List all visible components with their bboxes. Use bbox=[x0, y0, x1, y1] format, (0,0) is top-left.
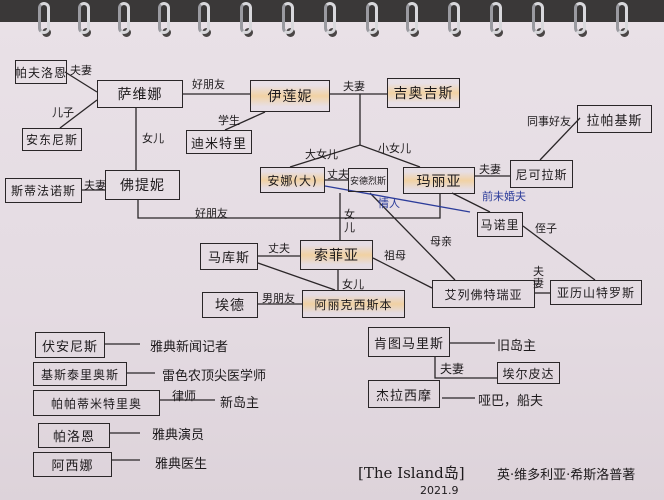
note-kontomaris-desc: 旧岛主 bbox=[497, 339, 537, 354]
label-eleni-giorgis: 夫妻 bbox=[343, 80, 365, 93]
node-eleftheria: 艾列佛特瑞亚 bbox=[432, 280, 535, 308]
label-sofia-alexis: 女儿 bbox=[342, 278, 364, 291]
node-nikolas: 尼可拉斯 bbox=[510, 160, 573, 188]
note-name: 伏安尼斯 bbox=[35, 332, 105, 358]
note-gerasimos: 杰拉西摩 bbox=[368, 380, 440, 408]
label-maria-nikolas: 夫妻 bbox=[479, 163, 501, 176]
label-ed-alexis: 男朋友 bbox=[262, 292, 295, 305]
note-desc: 雅典医生 bbox=[155, 457, 208, 472]
label-maria-manoli: 前未婚夫 bbox=[482, 190, 526, 203]
label-fotini-maria: 好朋友 bbox=[195, 207, 228, 220]
node-alexandros: 亚历山特罗斯 bbox=[550, 280, 642, 305]
label-eleni-dimitri: 学生 bbox=[218, 114, 240, 127]
label-markos-sofia: 丈夫 bbox=[268, 242, 290, 255]
label-anna-andreas: 丈夫 bbox=[327, 168, 349, 181]
note-name: 帕帕蒂米特里奥 bbox=[33, 390, 160, 416]
node-fotini: 佛提妮 bbox=[105, 170, 180, 200]
label-eleftheria-alexandros: 夫妻 bbox=[533, 265, 544, 290]
label-kontomaris-elpida: 夫妻 bbox=[440, 362, 465, 376]
label-savina-eleni: 好朋友 bbox=[192, 78, 225, 91]
node-ed: 埃德 bbox=[202, 292, 258, 318]
node-dimitri: 迪米特里 bbox=[186, 130, 252, 154]
node-markos: 马库斯 bbox=[200, 243, 258, 270]
node-lapakis: 拉帕基斯 bbox=[577, 105, 652, 133]
node-giorgis: 吉奥吉斯 bbox=[387, 78, 460, 108]
label-sofia-eleftheria: 祖母 bbox=[384, 249, 406, 262]
label-anna-manoli: 情人 bbox=[378, 197, 400, 210]
node-savina: 萨维娜 bbox=[97, 80, 183, 108]
note-role: 律师 bbox=[172, 389, 197, 403]
label-anna-sofia: 女儿 bbox=[344, 208, 355, 234]
label-younger-daughter: 小女儿 bbox=[378, 142, 411, 155]
note-elpida: 埃尔皮达 bbox=[497, 362, 560, 384]
node-pavlos: 帕夫洛恩 bbox=[15, 60, 67, 84]
note-gerasimos-desc: 哑巴，船夫 bbox=[478, 394, 544, 409]
node-stefanos: 斯蒂法诺斯 bbox=[5, 178, 82, 203]
node-alexis: 阿丽克西斯本 bbox=[302, 290, 405, 318]
node-manoli: 马诺里 bbox=[477, 212, 523, 237]
node-sofia: 索菲亚 bbox=[300, 240, 373, 270]
label-elder-daughter: 大女儿 bbox=[305, 148, 338, 161]
note-name: 帕洛恩 bbox=[38, 423, 110, 448]
node-anna: 安娜(大) bbox=[260, 167, 325, 193]
note-desc: 雅典新闻记者 bbox=[150, 340, 229, 355]
date: 2021.9 bbox=[420, 484, 459, 497]
label-savina-antonis: 儿子 bbox=[52, 106, 74, 119]
node-maria: 玛丽亚 bbox=[403, 167, 475, 194]
node-antonis: 安东尼斯 bbox=[22, 128, 82, 151]
node-eleni: 伊莲妮 bbox=[250, 80, 330, 112]
label-stefanos-fotini: 夫妻 bbox=[84, 179, 106, 192]
note-desc: 雅典演员 bbox=[152, 428, 205, 443]
label-pavlos-savina: 夫妻 bbox=[70, 64, 92, 77]
note-kontomaris: 肯图马里斯 bbox=[368, 327, 450, 357]
note-desc: 雷色农顶尖医学师 bbox=[162, 369, 267, 384]
book-title: [The Island岛] bbox=[358, 464, 465, 482]
note-desc: 新岛主 bbox=[220, 396, 260, 411]
node-andreas: 安德烈斯 bbox=[348, 168, 388, 192]
book-author: 英·维多利亚·希斯洛普著 bbox=[497, 468, 636, 483]
label-savina-fotini: 女儿 bbox=[142, 132, 164, 145]
note-name: 阿西娜 bbox=[33, 452, 112, 477]
label-manoli-alexandros: 侄子 bbox=[535, 222, 557, 235]
note-name: 基斯泰里奥斯 bbox=[33, 362, 127, 386]
label-anna-eleftheria: 母亲 bbox=[430, 235, 452, 248]
label-lapakis-nikolas: 同事好友 bbox=[527, 115, 571, 128]
